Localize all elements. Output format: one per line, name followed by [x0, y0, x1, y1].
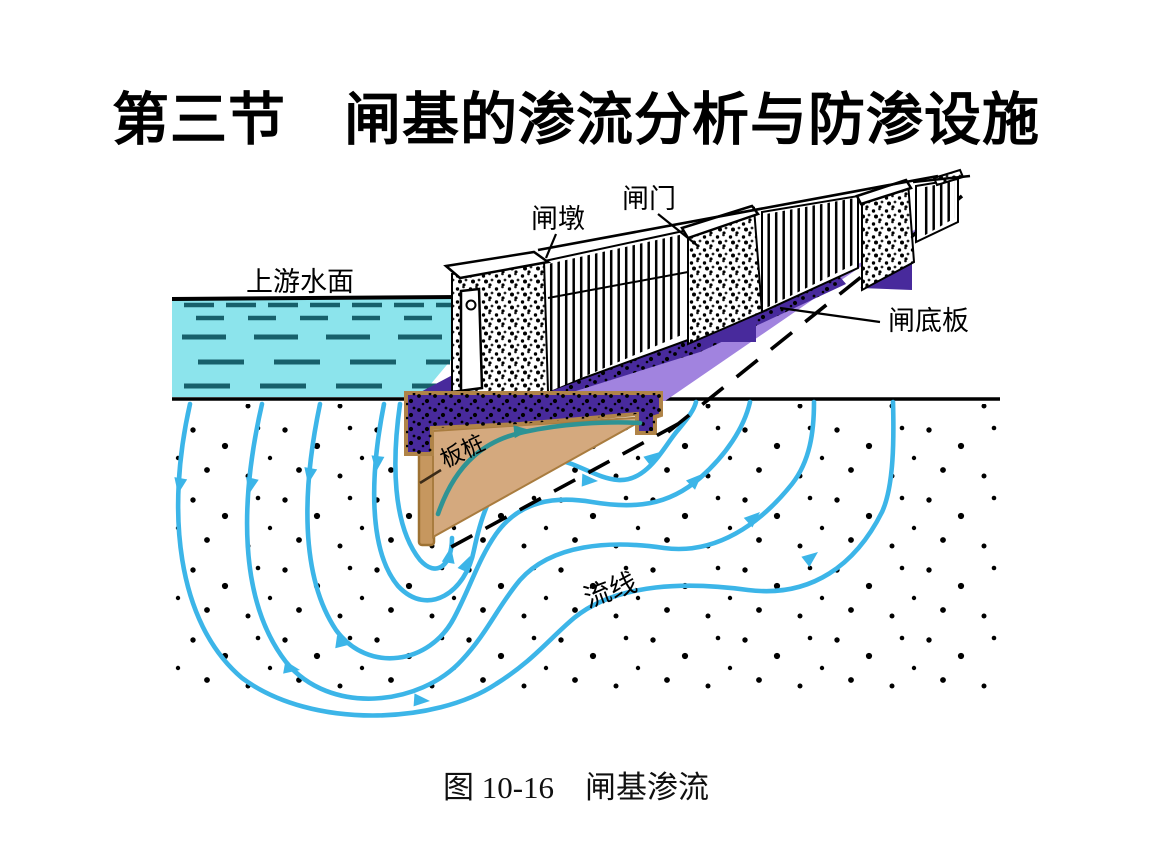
slab-wedge-front [413, 370, 462, 397]
upstream-water [172, 299, 461, 397]
water-surface-line [171, 295, 463, 301]
gate-2-hatch [766, 198, 855, 308]
streamline-arrows [174, 452, 818, 707]
pier-1-cap [443, 250, 552, 280]
page-title: 第三节 闸基的渗流分析与防渗设施 [112, 89, 1040, 152]
sheet-pile [417, 446, 436, 547]
streamline-4 [244, 399, 817, 701]
sheet-pile-leader [419, 468, 442, 485]
cutaway-dashed-edge [441, 422, 679, 554]
slab-cross-section-speckle [406, 393, 661, 454]
gate-1-hatch [548, 234, 684, 392]
streamline-5 [175, 399, 896, 718]
water-dashes [182, 302, 455, 389]
deck-line-far [912, 174, 971, 184]
figure-caption: 图 10-16 闸基渗流 [442, 770, 710, 805]
label-pier: 闸墩 [531, 204, 585, 234]
label-bottom-slab: 闸底板 [888, 306, 969, 336]
gate-slot-line [547, 271, 689, 299]
gate-3-hatch [920, 181, 955, 238]
seepage-arrowhead [513, 425, 530, 439]
label-gate: 闸门 [622, 184, 676, 214]
nose-ring-detail [465, 299, 477, 311]
deck-line [537, 174, 939, 252]
label-upstream-water: 上游水面 [246, 267, 354, 297]
leader-lines [544, 213, 881, 324]
bottom-slab-top [413, 196, 955, 401]
